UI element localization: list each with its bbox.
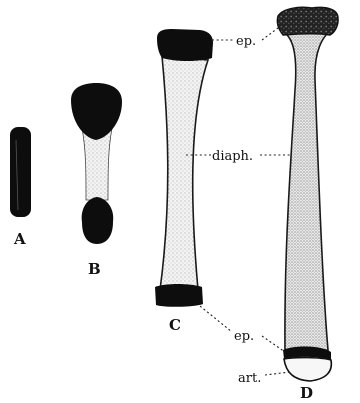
- bone-d: [277, 7, 338, 381]
- bone-b: [71, 83, 122, 244]
- bone-a: [10, 127, 31, 217]
- label-b: B: [88, 260, 101, 278]
- label-c: C: [169, 316, 181, 334]
- bone-d-diaphysis: [281, 30, 332, 352]
- bone-a-cartilage-rod: [10, 127, 31, 217]
- bone-d-lower-epiphysis: [284, 358, 331, 381]
- annotation-art: art.: [238, 371, 261, 386]
- bone-c-upper-epiphysis: [157, 29, 213, 61]
- bone-c: [155, 29, 213, 307]
- bone-d-upper-epiphysis: [277, 7, 338, 35]
- bone-c-lower-epiphysis: [155, 284, 203, 307]
- leader-art: [265, 372, 290, 375]
- annotation-ep-top: ep.: [236, 34, 256, 49]
- annotation-diaph: diaph.: [212, 149, 253, 164]
- bone-b-upper-cartilage: [71, 83, 122, 140]
- label-a: A: [13, 230, 26, 248]
- bone-c-diaphysis: [160, 56, 208, 290]
- annotation-ep-bottom: ep.: [234, 329, 254, 344]
- bone-b-lower-cartilage: [82, 197, 114, 244]
- label-d: D: [300, 384, 313, 402]
- leader-ep-bottom-d: [262, 336, 285, 352]
- leader-ep-bottom-c: [200, 306, 232, 332]
